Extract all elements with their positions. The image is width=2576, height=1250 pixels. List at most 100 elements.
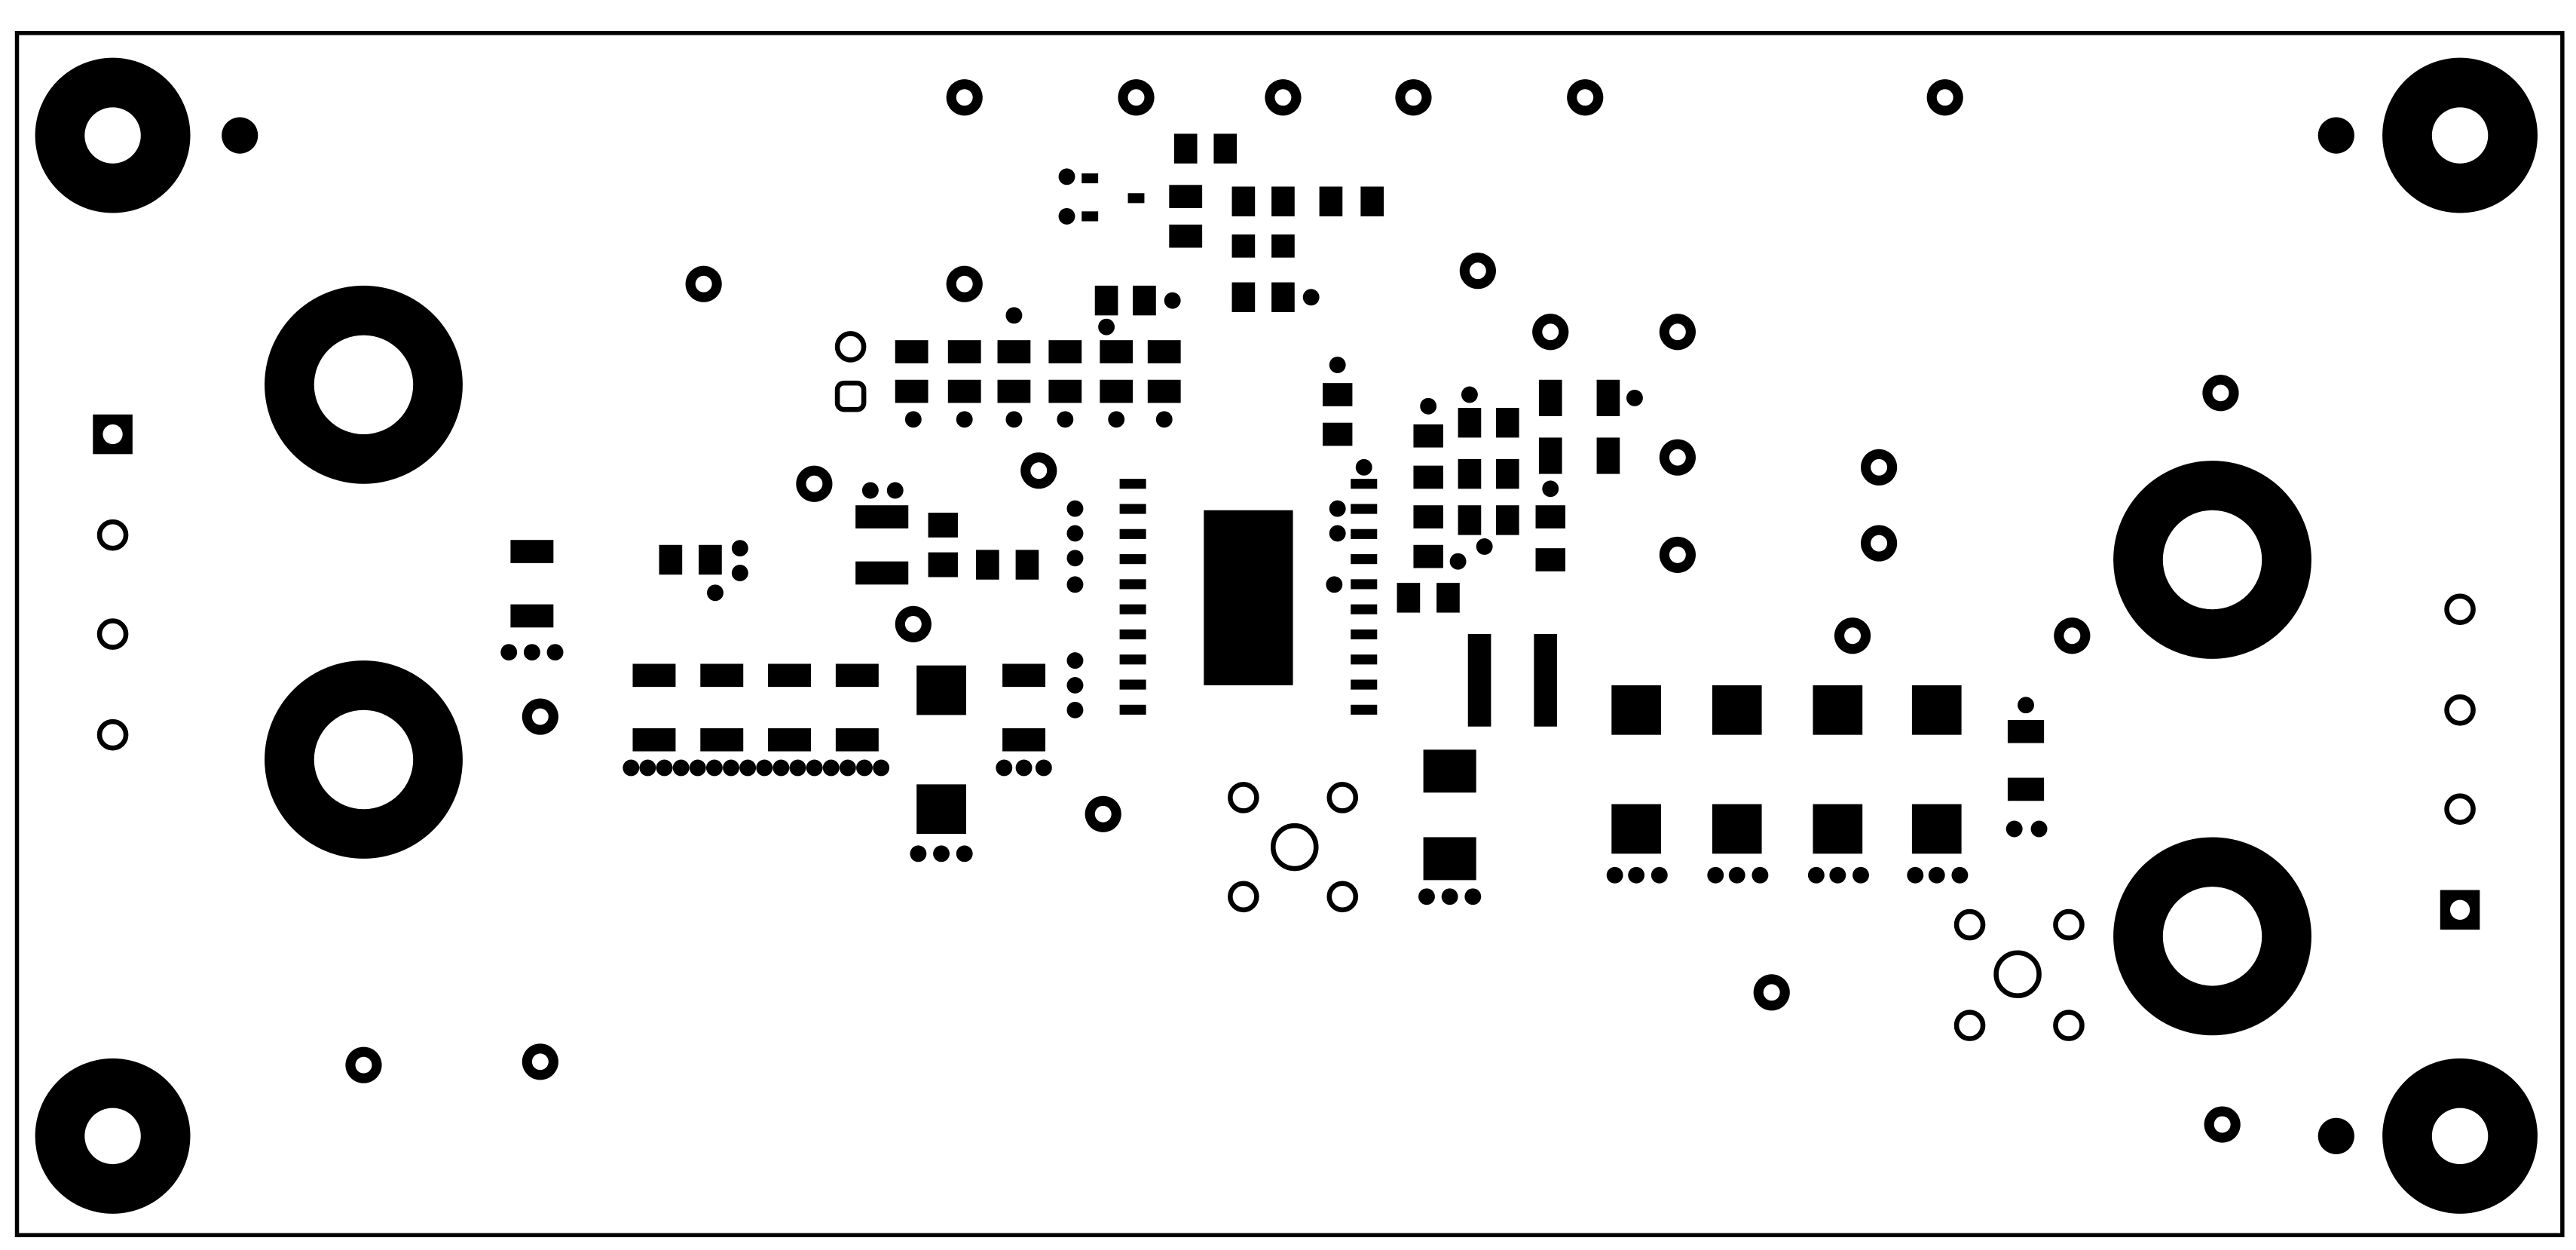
via-dot (1907, 866, 1924, 884)
smd-pad (1495, 407, 1519, 438)
via-dot (933, 845, 950, 862)
via-dot (822, 759, 840, 777)
mounting-hole-hole (2431, 1108, 2489, 1165)
smd-pad (1147, 379, 1181, 403)
plated-via-hole (1763, 984, 1780, 1001)
smd-pad (997, 340, 1031, 363)
smd-pad (768, 663, 812, 688)
thru-hole-ring (1993, 950, 2042, 998)
via-dot (1005, 307, 1023, 324)
smd-pad (1231, 282, 1256, 312)
smd-pad (1611, 804, 1661, 854)
via-dot (1066, 652, 1084, 669)
ic-pin-left (1119, 504, 1146, 514)
thru-hole-ring (2444, 793, 2476, 826)
smd-pad (2007, 777, 2045, 801)
ic-pin-right (1351, 528, 1378, 539)
via-dot (1829, 866, 1846, 884)
smd-pad (1436, 583, 1460, 613)
pin1-hole (2449, 899, 2470, 920)
via-dot (789, 759, 806, 777)
via-dot (731, 565, 748, 581)
plated-via-hole (1127, 89, 1145, 106)
via-dot (1326, 576, 1343, 593)
thru-hole-ring (1228, 782, 1259, 813)
smd-pad (1360, 186, 1384, 216)
smd-pad (1100, 379, 1134, 403)
thru-hole-ring (1271, 823, 1319, 872)
smd-pad (1458, 505, 1482, 535)
smd-pad (1231, 234, 1256, 258)
smd-pad (1169, 224, 1203, 248)
plated-via-hole (1030, 462, 1048, 479)
via-dot (1155, 411, 1173, 428)
smd-pad (510, 540, 554, 563)
via-dot (1098, 318, 1115, 335)
smd-pad (1458, 458, 1482, 489)
via-dot (1058, 207, 1075, 225)
via-dot (523, 644, 540, 661)
ic-pin-right (1351, 579, 1378, 590)
ic-pin-right (1351, 554, 1378, 565)
large-through-hole-hole (2162, 510, 2262, 610)
smd-pad (1048, 379, 1082, 403)
plated-via-hole (956, 275, 973, 293)
plated-via-hole (2212, 384, 2229, 402)
via-dot (873, 759, 890, 777)
smd-pad (768, 728, 812, 752)
via-dot (1807, 866, 1825, 884)
via-dot (707, 584, 724, 602)
via-dot (1420, 397, 1437, 415)
smd-pad (1322, 383, 1353, 406)
plated-via-hole (531, 708, 549, 725)
smd-pad (1271, 282, 1295, 312)
plated-via-hole (695, 275, 712, 293)
via-dot (1651, 866, 1668, 884)
via-dot (1108, 411, 1125, 428)
via-dot (2018, 697, 2034, 714)
thru-hole-ring (96, 718, 129, 751)
smd-pad (1538, 437, 1562, 474)
ic-pin-right (1351, 604, 1378, 614)
via-dot (856, 759, 873, 777)
via-dot (1464, 888, 1482, 905)
thru-hole-ring (1326, 881, 1359, 913)
smd-pad (1319, 186, 1343, 216)
thru-hole-ring (2444, 593, 2476, 625)
thru-hole-ring (2053, 908, 2085, 941)
smd-pad (1458, 407, 1482, 438)
smd-pad (510, 604, 554, 628)
via-dot (723, 759, 739, 777)
plated-via-hole (1274, 89, 1292, 106)
smd-pad (1015, 550, 1039, 580)
smd-pad (1213, 133, 1238, 164)
smd-pad (1535, 505, 1565, 528)
smd-pad (632, 663, 676, 688)
plated-via-hole (904, 615, 922, 633)
via-dot (656, 759, 673, 777)
plated-via-hole (1844, 627, 1862, 645)
smd-pad (855, 505, 909, 528)
smd-pad (916, 784, 966, 835)
ic-pin-right (1351, 679, 1378, 690)
via-dot (1005, 411, 1023, 428)
via-dot (1058, 168, 1075, 185)
smd-pad (699, 544, 722, 575)
smd-pad (1169, 185, 1203, 208)
smd-pad (1271, 234, 1295, 258)
smd-pad (928, 513, 958, 538)
smd-pad (632, 728, 676, 752)
smd-pad (1147, 340, 1181, 363)
smd-pad (1413, 544, 1443, 568)
via-dot (500, 644, 518, 661)
ic-pin-left (1119, 528, 1146, 539)
via-dot (705, 759, 723, 777)
smd-pad (855, 561, 909, 585)
via-dot (1626, 389, 1643, 406)
via-dot (731, 540, 748, 557)
smd-pad (1397, 583, 1421, 613)
via-dot (1066, 676, 1084, 694)
large-through-hole-hole (2162, 887, 2262, 986)
plated-via-hole (1871, 535, 1888, 552)
